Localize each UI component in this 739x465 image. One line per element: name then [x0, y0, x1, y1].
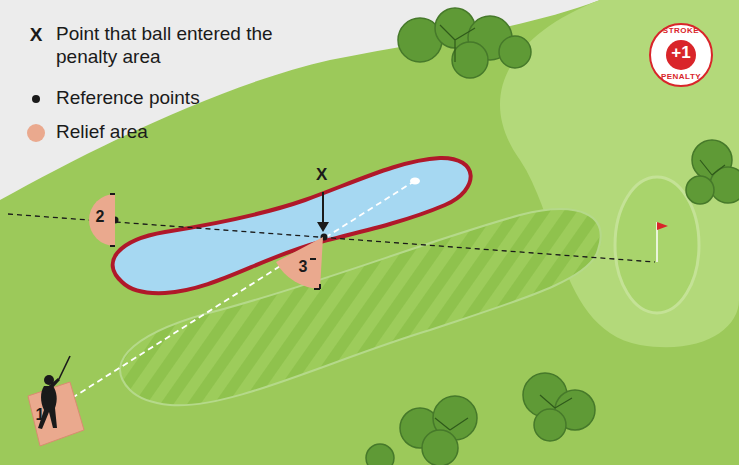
legend-text: Relief area	[56, 120, 286, 143]
badge-penalty-number: +1	[648, 44, 714, 63]
golfer	[38, 375, 60, 429]
legend-text: Point that ball entered the penalty area	[56, 22, 286, 68]
legend-row: Relief area	[26, 120, 306, 143]
legend-row: X Point that ball entered the penalty are…	[26, 22, 306, 68]
trees	[366, 8, 739, 465]
penalty-badge: STROKE +1PENALTY	[648, 22, 714, 88]
legend-swatch-fill	[27, 124, 45, 142]
callout-number: 3	[296, 258, 310, 276]
relief-area-3: 3	[270, 232, 328, 294]
badge-top-text: STROKE	[648, 27, 714, 36]
entry-point-label: X	[316, 166, 327, 183]
tree-branches	[435, 25, 725, 430]
putting-green	[615, 177, 699, 313]
callout-number: 1	[32, 406, 48, 424]
legend-symbol: X	[26, 24, 46, 46]
legend-row: Reference points	[26, 86, 306, 109]
entry-arrow	[322, 192, 324, 226]
shot-line	[72, 182, 413, 398]
relief-area-1-shape	[24, 380, 88, 450]
legend-text: Reference points	[56, 86, 286, 109]
entry-arrowhead	[317, 222, 329, 232]
callout-number: 2	[93, 208, 107, 226]
badge-bottom-text: PENALTY	[648, 73, 714, 82]
flag	[657, 222, 668, 230]
legend-swatch	[26, 122, 46, 142]
relief-area-2: 2	[85, 192, 117, 248]
legend-swatch	[26, 88, 46, 108]
light-rough	[500, 0, 739, 347]
water-penalty-area	[113, 158, 471, 293]
relief-area-1: 1	[24, 380, 88, 450]
legend-sample: X	[26, 24, 46, 44]
legend-swatch-fill	[32, 95, 40, 103]
golf-club	[59, 356, 70, 379]
